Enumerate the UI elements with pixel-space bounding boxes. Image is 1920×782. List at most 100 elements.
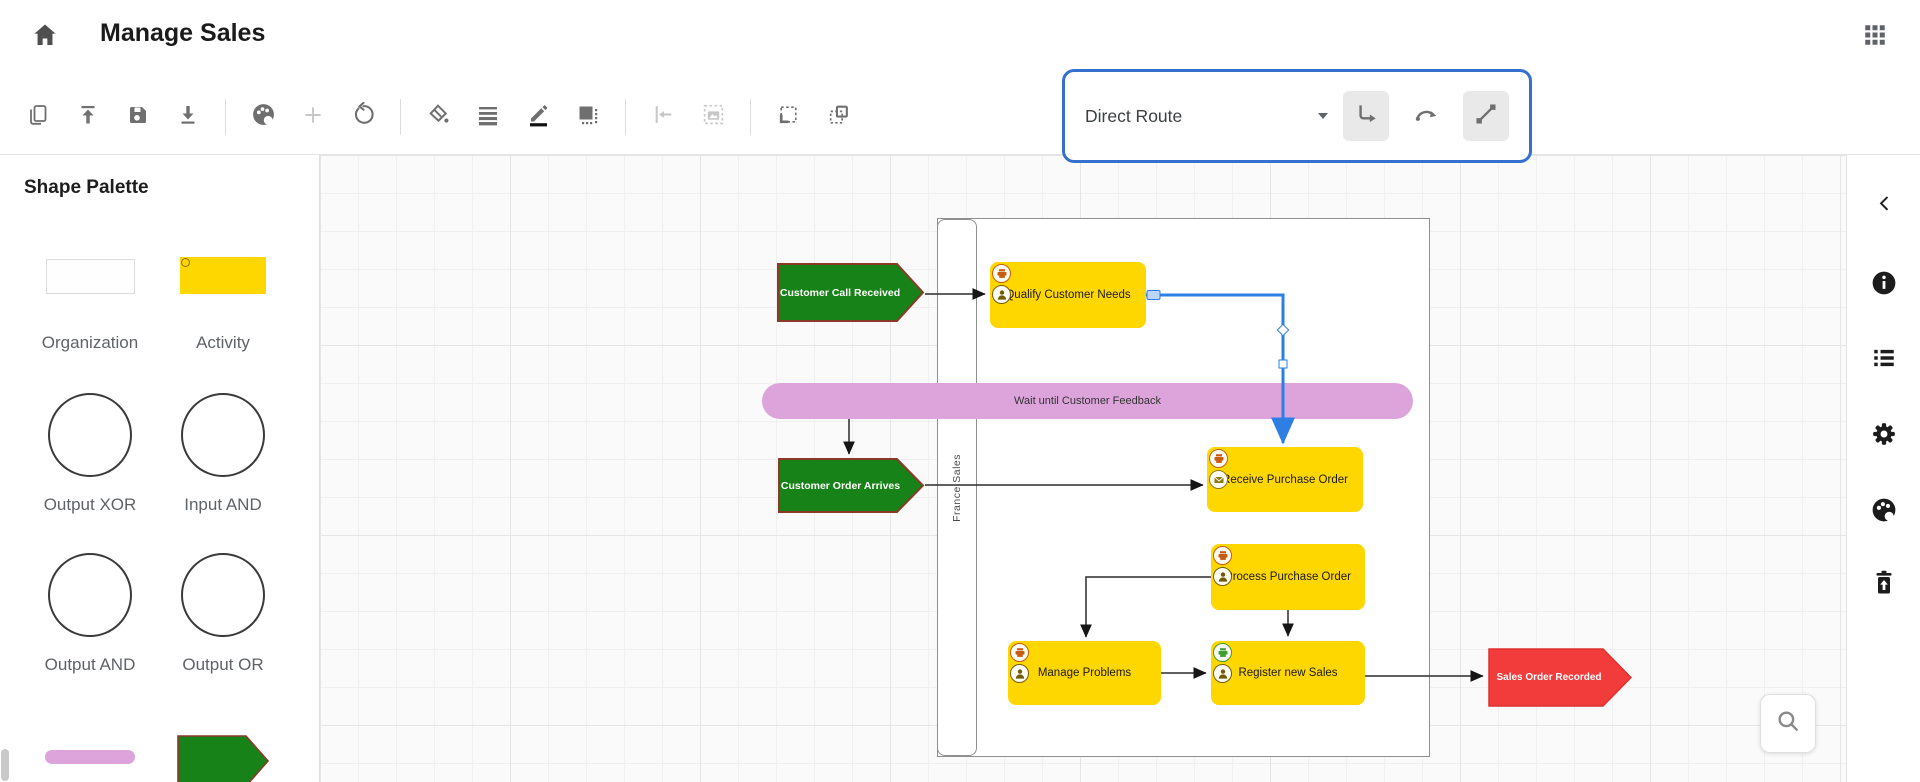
connector-curve-button[interactable] xyxy=(1403,91,1449,141)
person-badge-icon xyxy=(992,285,1011,304)
node-activity-manage-problems[interactable]: Manage Problems xyxy=(1008,641,1161,705)
copy-icon xyxy=(26,103,50,132)
chevron-down-icon xyxy=(1317,107,1329,125)
magnifier-icon xyxy=(1775,708,1801,739)
node-activity-process-purchase-order[interactable]: Process Purchase Order xyxy=(1211,544,1365,610)
event-arrow-shape xyxy=(777,263,925,322)
route-type-value: Direct Route xyxy=(1085,105,1183,126)
swimlane-header[interactable]: France Sales xyxy=(937,219,977,756)
save-icon xyxy=(126,103,150,132)
undo-button[interactable] xyxy=(341,95,385,139)
apps-grid-icon xyxy=(1862,22,1888,53)
document-badge-icon xyxy=(1209,470,1228,489)
route-type-dropdown[interactable]: Direct Route xyxy=(1085,106,1343,127)
node-label: Qualify Customer Needs xyxy=(1005,289,1131,301)
node-label: Wait until Customer Feedback xyxy=(1014,395,1161,407)
copy-button[interactable] xyxy=(16,95,60,139)
main-toolbar xyxy=(0,80,1920,155)
node-label: Register new Sales xyxy=(1238,667,1338,679)
printer-badge-icon xyxy=(992,264,1011,283)
swimlane-label: France Sales xyxy=(951,453,963,522)
shadow-button[interactable] xyxy=(566,95,610,139)
select-region-button[interactable] xyxy=(766,95,810,139)
list-button[interactable] xyxy=(1871,347,1897,373)
canvas-search-button[interactable] xyxy=(1760,694,1816,753)
printer-badge-icon xyxy=(1209,449,1228,468)
theme-palette-icon xyxy=(1871,497,1897,528)
theme-button[interactable] xyxy=(1871,497,1897,528)
event-arrow-shape xyxy=(1488,648,1632,707)
trash-restore-button[interactable] xyxy=(1871,570,1897,598)
node-event-customer-call-received[interactable]: Customer Call Received xyxy=(777,263,925,322)
palette-item-label: Organization xyxy=(41,333,139,352)
page-title: Manage Sales xyxy=(100,19,266,47)
organization-shape[interactable] xyxy=(45,259,135,294)
wait-bar-shape[interactable] xyxy=(45,750,135,764)
download-button[interactable] xyxy=(166,95,210,139)
upload-button[interactable] xyxy=(66,95,110,139)
output-or-shape[interactable] xyxy=(181,553,265,637)
connector-curve-icon xyxy=(1413,101,1439,132)
settings-gear-icon xyxy=(1871,421,1897,452)
toolbar-divider xyxy=(400,99,401,135)
home-icon xyxy=(31,21,59,54)
save-button[interactable] xyxy=(116,95,160,139)
diagram-canvas[interactable]: France Sales Customer Call Received Qual… xyxy=(320,155,1846,782)
palette-item-wait-bar[interactable] xyxy=(24,750,156,764)
node-activity-qualify-customer-needs[interactable]: Qualify Customer Needs xyxy=(990,262,1146,328)
align-left-icon xyxy=(651,102,676,132)
palette-item-label: Output OR xyxy=(182,655,264,674)
palette-item-output-and[interactable]: Output AND xyxy=(24,553,156,674)
image-fit-button[interactable] xyxy=(691,95,735,139)
activity-shape[interactable] xyxy=(180,257,266,294)
output-and-shape[interactable] xyxy=(48,553,132,637)
collapse-chevron-icon xyxy=(1874,193,1894,218)
add-button[interactable] xyxy=(291,95,335,139)
connector-straight-button[interactable] xyxy=(1463,91,1509,141)
stroke-color-button[interactable] xyxy=(516,95,560,139)
output-xor-shape[interactable] xyxy=(48,393,132,477)
info-icon xyxy=(1871,270,1897,301)
palette-item-label: Activity xyxy=(196,333,250,352)
line-weight-button[interactable] xyxy=(466,95,510,139)
palette-item-organization[interactable]: Organization xyxy=(24,259,156,352)
node-activity-register-new-sales[interactable]: Register new Sales xyxy=(1211,641,1365,705)
palette-item-input-and[interactable]: Input AND xyxy=(157,393,289,514)
info-button[interactable] xyxy=(1871,270,1897,301)
person-badge-icon xyxy=(1010,664,1029,683)
input-and-shape[interactable] xyxy=(181,393,265,477)
palette-item-event-arrow[interactable] xyxy=(157,735,289,782)
printer-badge-icon xyxy=(1010,643,1029,662)
line-weight-icon xyxy=(476,103,500,132)
color-palette-button[interactable] xyxy=(241,95,285,139)
list-icon xyxy=(1871,345,1897,376)
node-label: Manage Problems xyxy=(1037,667,1132,679)
toolbar-divider xyxy=(750,99,751,135)
node-event-customer-order-arrives[interactable]: Customer Order Arrives xyxy=(778,458,925,513)
palette-item-label: Input AND xyxy=(184,495,262,514)
align-button[interactable] xyxy=(641,95,685,139)
collapse-panel-button[interactable] xyxy=(1871,192,1897,218)
palette-item-activity[interactable]: Activity xyxy=(157,257,289,352)
node-label: Process Purchase Order xyxy=(1225,571,1351,583)
apps-menu-button[interactable] xyxy=(1858,20,1892,54)
node-activity-receive-purchase-order[interactable]: Receive Purchase Order xyxy=(1207,447,1363,512)
palette-icon xyxy=(251,102,276,132)
palette-item-label: Output XOR xyxy=(43,495,137,514)
home-button[interactable] xyxy=(28,20,62,54)
palette-scrollbar-thumb[interactable] xyxy=(1,749,9,781)
palette-item-output-or[interactable]: Output OR xyxy=(157,553,289,674)
event-arrow-shape xyxy=(778,458,925,513)
snap-grid-button[interactable] xyxy=(816,95,860,139)
event-arrow-shape[interactable] xyxy=(177,735,270,782)
download-icon xyxy=(176,103,200,132)
add-icon xyxy=(300,102,326,133)
connector-buttons xyxy=(1343,91,1509,141)
palette-item-output-xor[interactable]: Output XOR xyxy=(24,393,156,514)
node-event-sales-order-recorded[interactable]: Sales Order Recorded xyxy=(1488,648,1632,707)
connector-orthogonal-button[interactable] xyxy=(1343,91,1389,141)
fill-color-button[interactable] xyxy=(416,95,460,139)
settings-button[interactable] xyxy=(1871,421,1897,452)
node-wait-until-customer-feedback[interactable]: Wait until Customer Feedback xyxy=(762,383,1413,419)
